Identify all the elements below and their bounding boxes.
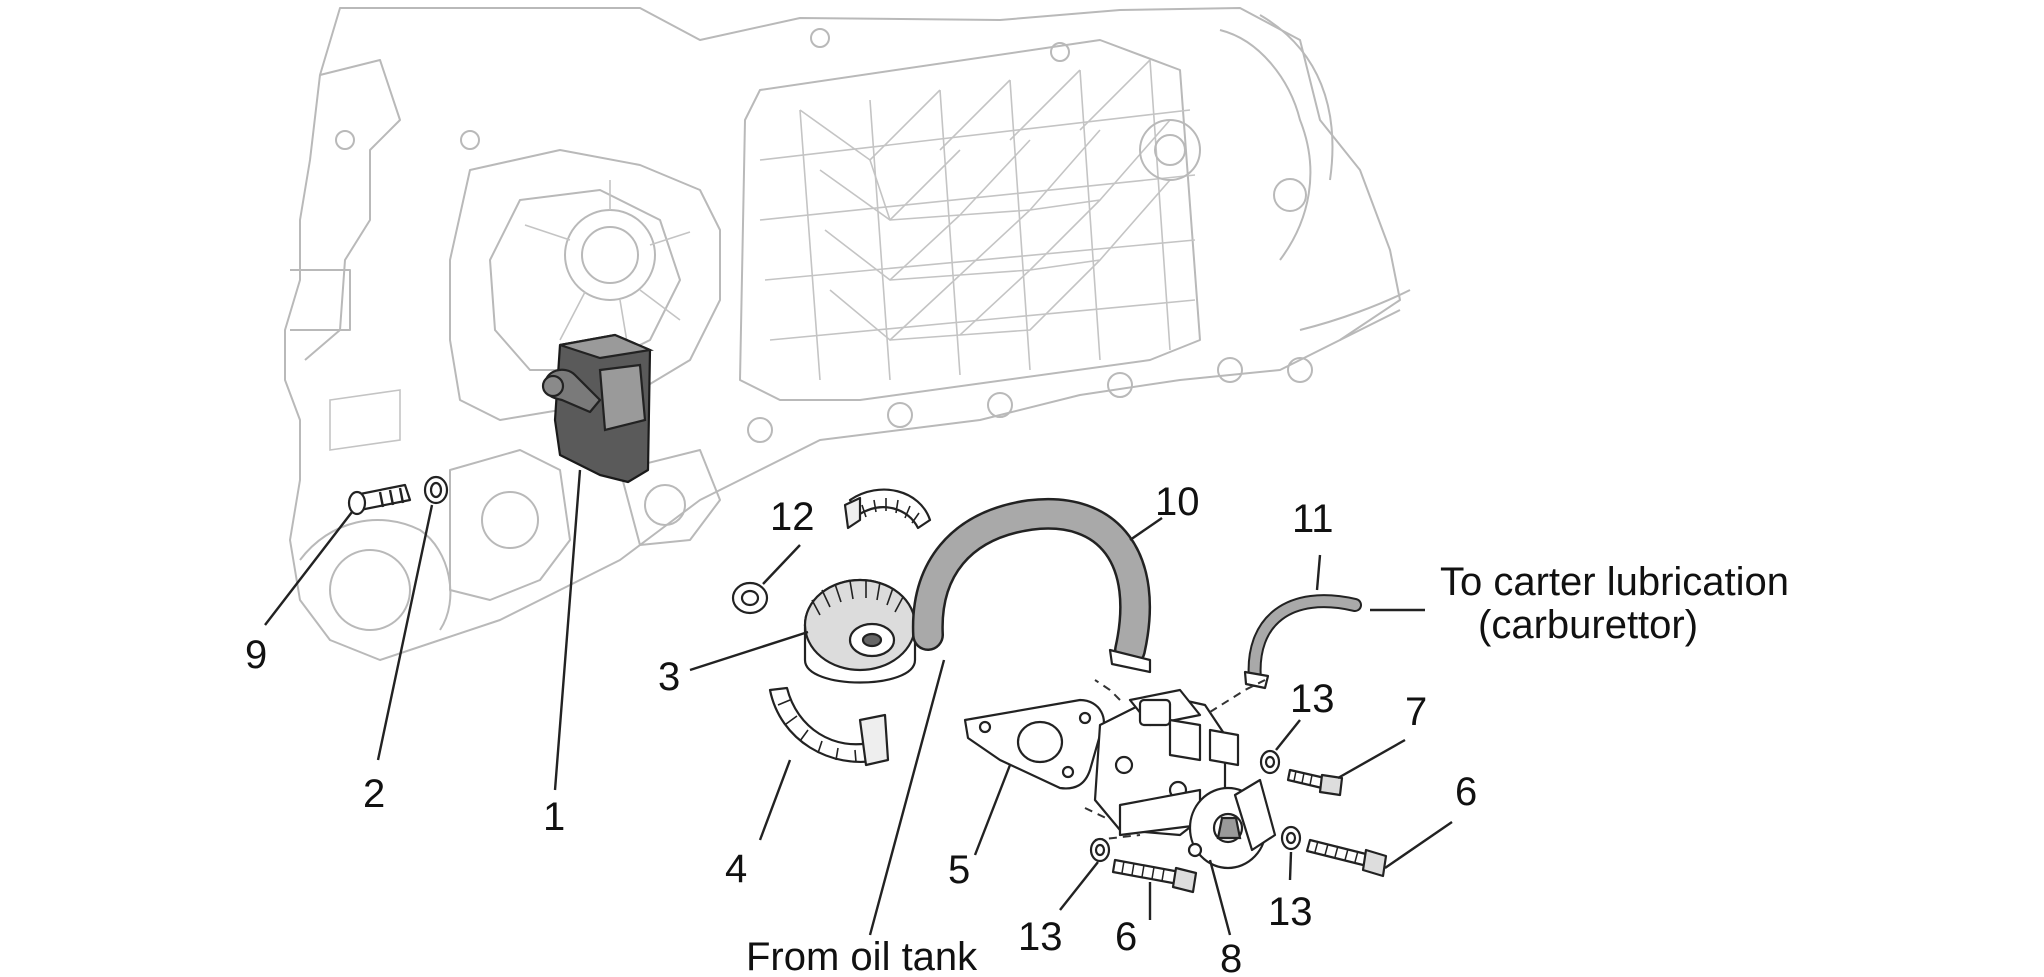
part-4-chain-upper	[843, 488, 932, 530]
leader-6-right	[1384, 821, 1453, 869]
callout-labels: 1 2 9 12 3 4 10 11 5 13 7 6 13 13 6 8	[245, 480, 1477, 977]
leader-3	[689, 630, 809, 672]
crankcase-outline	[284, 7, 1411, 661]
callout-9: 9	[245, 633, 267, 677]
flow-notes: To carter lubrication (carburettor) From…	[746, 560, 1789, 977]
leader-10	[1129, 517, 1163, 541]
leader-from-oil-tank	[868, 659, 946, 936]
callout-11: 11	[1292, 497, 1334, 541]
callout-3: 3	[658, 655, 680, 699]
part-5-gasket	[963, 698, 1106, 790]
callout-6-right: 6	[1455, 770, 1477, 814]
callout-12: 12	[770, 495, 815, 539]
part-13-washer-right	[1280, 825, 1302, 851]
leader-5	[973, 764, 1012, 856]
callout-2: 2	[363, 772, 385, 816]
callout-5: 5	[948, 848, 970, 892]
part-10-oil-hose	[911, 497, 1152, 674]
note-to-carter-line1: To carter lubrication	[1440, 560, 1789, 604]
leader-13-lower	[1059, 861, 1099, 911]
part-11-outlet-hose	[1243, 594, 1362, 690]
leader-7	[1337, 738, 1406, 780]
leader-12	[762, 544, 801, 585]
leader-13-upper	[1275, 719, 1301, 751]
note-to-carter-line2: (carburettor)	[1478, 603, 1698, 647]
leader-9	[264, 511, 353, 626]
part-6-bolt-lower	[1111, 858, 1198, 894]
callout-8: 8	[1220, 937, 1242, 977]
part-1-pump-cover	[541, 333, 654, 484]
callout-6-lower: 6	[1115, 915, 1137, 959]
part-13-washer-upper	[1259, 749, 1281, 775]
part-13-washer-lower	[1089, 837, 1111, 863]
leader-13-right	[1288, 851, 1293, 881]
part-7-bolt	[1286, 768, 1344, 797]
callout-10: 10	[1155, 480, 1200, 524]
part-12-washer	[731, 581, 769, 615]
part-8-oil-pump	[1093, 688, 1277, 870]
leader-11	[1315, 554, 1322, 591]
part-6-bolt-right	[1305, 838, 1388, 878]
leader-1	[553, 469, 582, 791]
part-2-washer	[423, 475, 449, 505]
callout-1: 1	[543, 795, 565, 839]
callout-4: 4	[725, 847, 747, 891]
callout-13-lower: 13	[1018, 915, 1063, 959]
part-3-drive-gear	[803, 578, 917, 684]
leader-2	[376, 504, 434, 761]
leader-lines	[264, 469, 1453, 936]
leader-4	[758, 759, 792, 841]
part-9-bolt	[347, 483, 412, 516]
callout-7: 7	[1405, 690, 1427, 734]
callout-13-upper: 13	[1290, 677, 1335, 721]
note-from-oil-tank: From oil tank	[746, 935, 978, 977]
callout-13-right: 13	[1268, 890, 1313, 934]
leader-8	[1208, 859, 1232, 936]
part-4-chain-lower	[768, 686, 890, 767]
